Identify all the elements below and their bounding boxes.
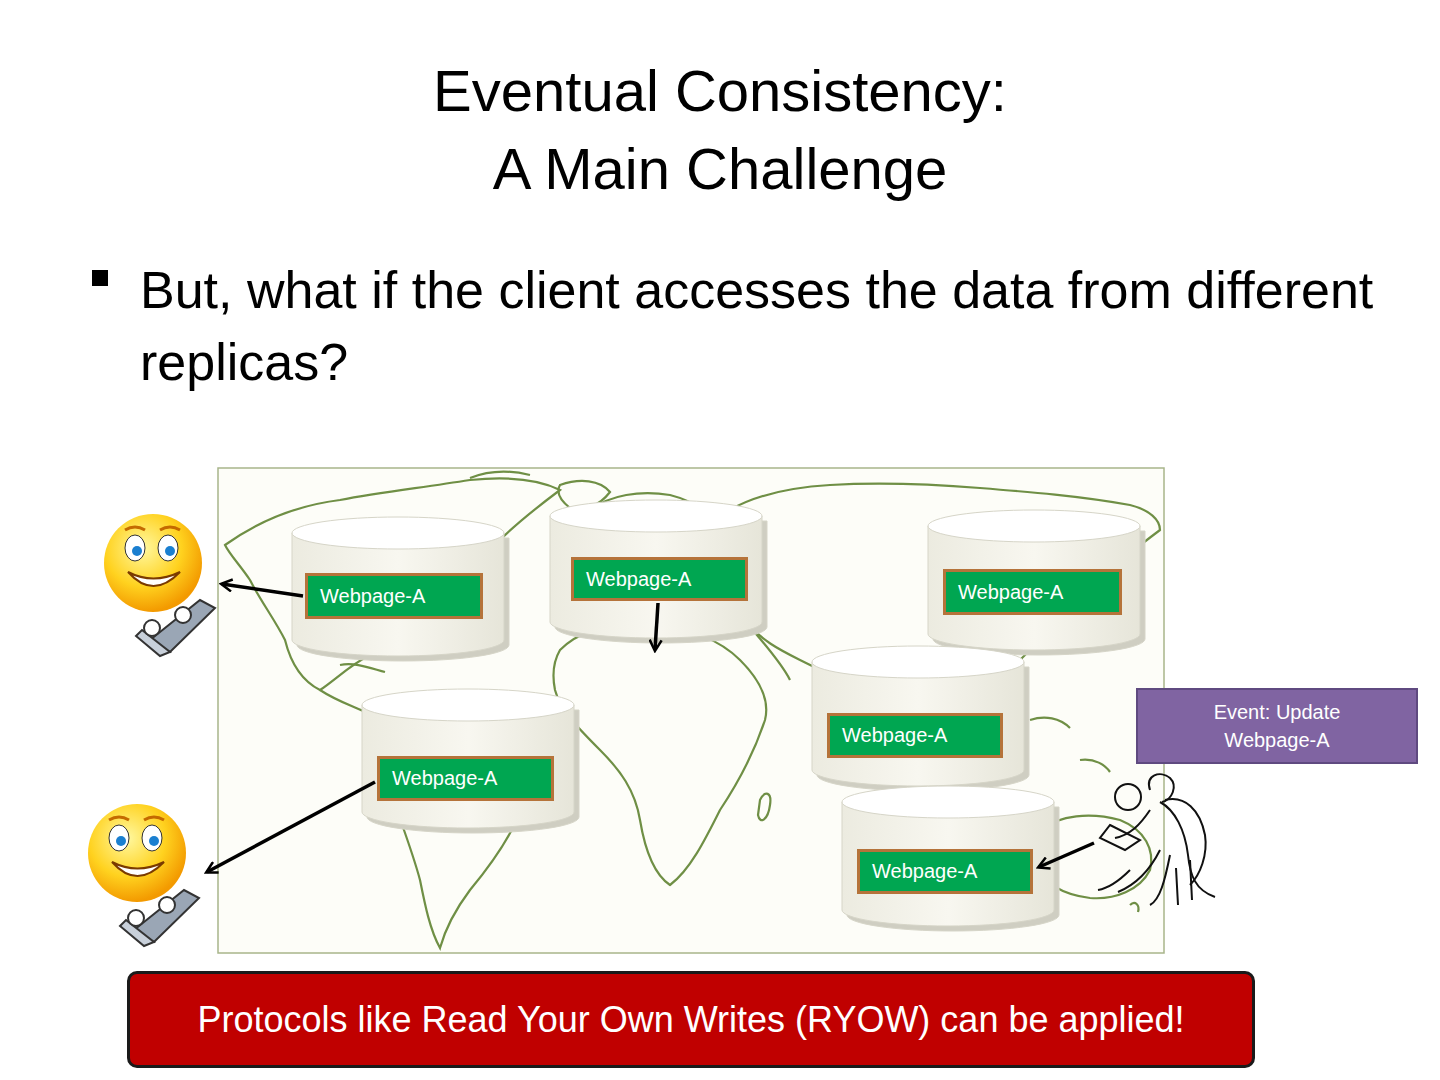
slide-title: Eventual Consistency: A Main Challenge [420, 52, 1020, 208]
replica-page: Webpage-A [943, 569, 1122, 615]
event-box: Event: Update Webpage-A [1136, 688, 1418, 764]
note-banner: Protocols like Read Your Own Writes (RYO… [127, 971, 1255, 1068]
node-text: Webpage-A [392, 767, 497, 790]
replica-page: Webpage-A [827, 713, 1003, 758]
map-frame [218, 468, 1164, 953]
replica-page: Webpage-A [305, 573, 483, 619]
writer-sketch [1098, 774, 1215, 905]
world-map [225, 472, 1160, 948]
client-smiley [104, 514, 215, 656]
node-text: Webpage-A [842, 724, 947, 747]
node-text: Event: Update Webpage-A [1192, 698, 1362, 754]
replica-page: Webpage-A [571, 557, 748, 601]
node-text: Webpage-A [586, 568, 691, 591]
bullet-text: But, what if the client accesses the dat… [140, 254, 1380, 398]
replica-page: Webpage-A [857, 849, 1033, 894]
node-text: Webpage-A [872, 860, 977, 883]
replica-page: Webpage-A [377, 756, 554, 801]
node-text: Webpage-A [320, 585, 425, 608]
bullet-mark [92, 270, 108, 286]
node-text: Protocols like Read Your Own Writes (RYO… [197, 999, 1184, 1041]
node-text: Webpage-A [958, 581, 1063, 604]
database-cylinders [292, 500, 1145, 931]
access-arrows [207, 584, 1094, 872]
client-smiley [88, 804, 199, 946]
